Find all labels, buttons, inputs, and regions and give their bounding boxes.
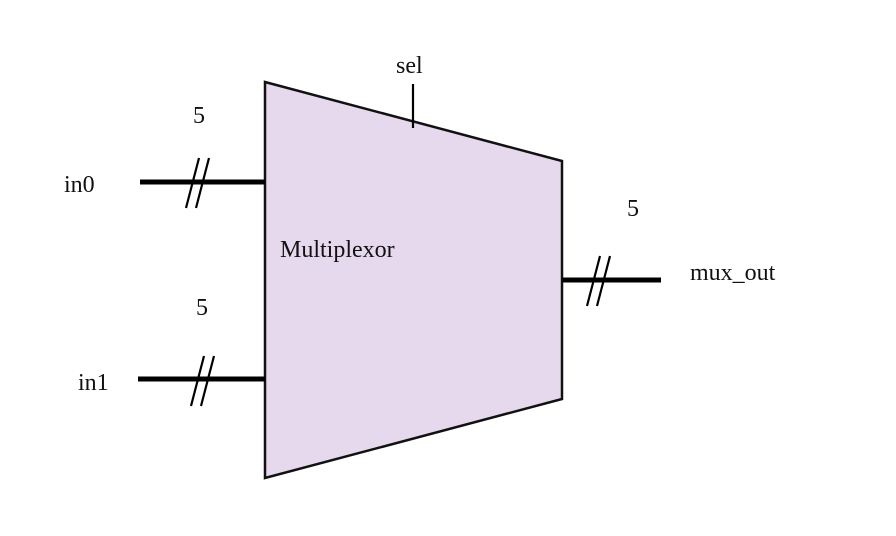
sel-label: sel xyxy=(396,53,423,79)
mux-body xyxy=(263,80,564,480)
mux-out-bus-width-slash xyxy=(585,255,612,307)
in1-label: in1 xyxy=(78,370,109,396)
in0-bus-width-slash xyxy=(184,157,211,209)
in0-width-label: 5 xyxy=(193,103,205,129)
in1-bus-width-slash xyxy=(189,355,216,407)
in0-label: in0 xyxy=(64,172,95,198)
in1-width-label: 5 xyxy=(196,295,208,321)
mux-label: Multiplexor xyxy=(280,237,395,263)
mux-out-width-label: 5 xyxy=(627,196,639,222)
mux-out-label: mux_out xyxy=(690,260,776,286)
